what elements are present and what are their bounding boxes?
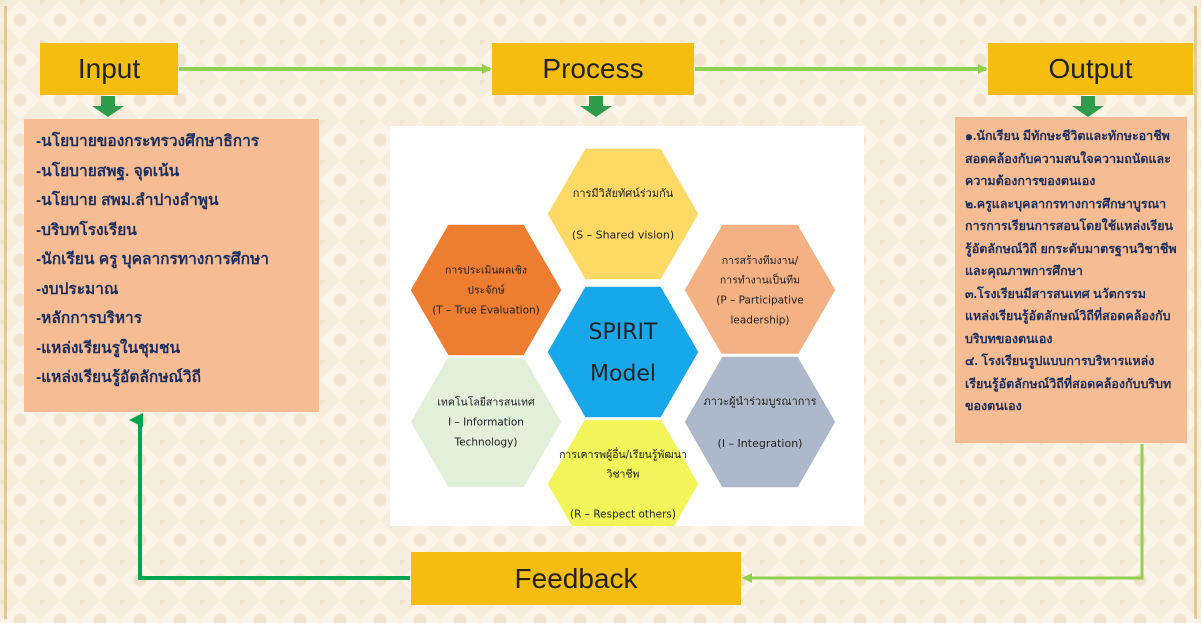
arrow-output-to-feedback xyxy=(742,444,1144,583)
down-arrow-input xyxy=(92,96,124,117)
hexagon-label-r: (R – Respect others) xyxy=(570,509,676,521)
input-item: -บริบทโรงเรียน xyxy=(36,221,137,239)
input-header: Input xyxy=(40,43,178,95)
hexagon-center xyxy=(544,283,702,421)
feedback-header: Feedback xyxy=(411,552,741,605)
hexagon-label-t: (T – True Evaluation) xyxy=(432,305,540,317)
hexagon-label-t: การประเมินผลเชิง xyxy=(445,265,527,277)
hexagon-label-s: (S – Shared vision) xyxy=(572,229,674,242)
hexagon-layer: การมีวิสัยทัศน์ร่วมกัน (S – Shared vision… xyxy=(407,145,839,553)
arrow-feedback-to-input xyxy=(129,413,410,580)
hexagon-label-r: การเคารพผู้อื่น/เรียนรู้พัฒนา xyxy=(559,447,687,461)
input-item: -นโยบาย สพม.ลำปางลำพูน xyxy=(36,192,219,209)
output-item: ๔. โรงเรียนรูปแบบการบริหารแหล่งเรียนรู้อ… xyxy=(965,354,1172,413)
input-item: -นักเรียน ครู บุคลากรทางการศึกษา xyxy=(36,251,269,268)
input-panel: -นโยบายของกระทรวงศึกษาธิการ -นโยบายสพฐ. … xyxy=(24,119,319,412)
hexagon-label-s: การมีวิสัยทัศน์ร่วมกัน xyxy=(573,187,674,200)
hexagon-i2 xyxy=(681,353,839,491)
hexagon-t xyxy=(407,221,565,359)
hexagon-label-t: ประจักษ์ xyxy=(467,284,505,297)
hexagon-label-i1: Technology) xyxy=(454,437,518,449)
hexagon-label-i2: ภาวะผู้นำร่วมบูรณาการ xyxy=(703,395,816,408)
hexagon-label-i1: I – Information xyxy=(448,417,524,429)
hexagon-label-p: (P – Participative xyxy=(716,295,804,307)
spirit-model-diagram: การมีวิสัยทัศน์ร่วมกัน (S – Shared vision… xyxy=(390,126,864,553)
input-item: -นโยบายของกระทรวงศึกษาธิการ xyxy=(36,133,260,150)
down-arrow-process xyxy=(580,96,612,117)
spirit-model-title: SPIRIT xyxy=(589,320,658,345)
hexagon-label-p: การสร้างทีมงาน/ xyxy=(722,254,799,267)
process-header: Process xyxy=(492,43,694,95)
hexagon-s xyxy=(544,145,702,283)
output-item: ๑.นักเรียน มีทักษะชีวิตและทักษะอาชีพสอดค… xyxy=(965,129,1171,188)
hexagon-label-i1: เทคโนโลยีสารสนเทศ xyxy=(437,396,535,409)
down-arrow-output xyxy=(1072,96,1104,117)
output-item: ๒.ครูและบุคลากรทางการศึกษาบูรณาการการเรี… xyxy=(965,196,1177,279)
spirit-model-title: Model xyxy=(590,362,656,387)
input-item: -แหล่งเรียนรู้อัตลักษณ์วิถี xyxy=(36,369,202,386)
input-item: -นโยบายสพฐ. จุดเน้น xyxy=(36,162,180,180)
input-item: -แหล่งเรียนรูในชุมชน xyxy=(36,339,181,357)
input-item: -หลักการบริหาร xyxy=(36,310,143,327)
hexagon-label-i2: (I – Integration) xyxy=(718,437,803,450)
hexagon-label-r: วิชาชีพ xyxy=(606,468,639,481)
hexagon-label-p: leadership) xyxy=(730,315,789,327)
hexagon-label-p: การทำงานเป็นทีม xyxy=(720,273,800,287)
output-panel: ๑.นักเรียน มีทักษะชีวิตและทักษะอาชีพสอดค… xyxy=(955,117,1187,443)
output-header: Output xyxy=(988,43,1193,95)
input-item: -งบประมาณ xyxy=(36,280,119,298)
output-item: ๓.โรงเรียนมีสารสนเทศ นวัตกรรม แหล่งเรียน… xyxy=(965,286,1171,346)
spirit-model-graphic: การมีวิสัยทัศน์ร่วมกัน (S – Shared vision… xyxy=(407,145,839,553)
